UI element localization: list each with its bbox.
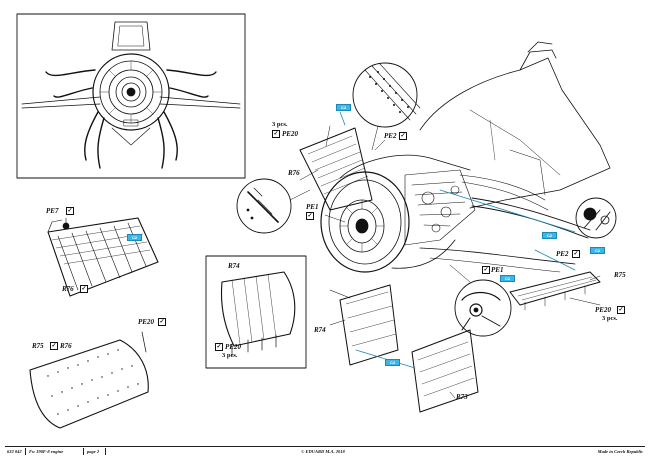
check-pe7[interactable] bbox=[66, 207, 74, 215]
check-pe2-top[interactable] bbox=[399, 132, 407, 140]
check-r75-bottom[interactable] bbox=[50, 342, 58, 350]
label-r75-right: R75 bbox=[614, 271, 626, 279]
label-pe1-mid: PE1 bbox=[306, 203, 319, 211]
label-pe2-top: PE2 bbox=[384, 132, 397, 140]
footer-origin: Made in Czech Republic bbox=[597, 449, 643, 454]
label-pe2-right: PE2 bbox=[556, 250, 569, 258]
detail-circle-right bbox=[575, 197, 617, 239]
check-pe20-top[interactable] bbox=[272, 130, 280, 138]
paint-code-5: C2 bbox=[542, 232, 557, 239]
footer-title: Fw 190F-8 engine bbox=[29, 449, 64, 454]
label-r75-bottom: R75 bbox=[32, 342, 44, 350]
pcs-top: 3 pcs. bbox=[272, 121, 288, 128]
label-pe1-right: PE1 bbox=[491, 266, 504, 274]
label-r76-left: R76 bbox=[62, 285, 74, 293]
check-pe20-box[interactable] bbox=[215, 343, 223, 351]
footer-page: page 2 bbox=[87, 449, 100, 454]
check-r76-left[interactable] bbox=[80, 285, 88, 293]
check-pe2-right[interactable] bbox=[572, 250, 580, 258]
left-cowl-panel-lower bbox=[29, 331, 149, 429]
footer-copyright: © EDUARD M.A. 2018 bbox=[301, 449, 345, 454]
label-pe20-box: PE20 bbox=[225, 343, 241, 351]
left-cowl-panel-upper bbox=[47, 217, 159, 297]
check-pe1-mid[interactable] bbox=[306, 212, 314, 220]
label-r74-box: R74 bbox=[228, 262, 240, 270]
pcs-right: 3 pcs. bbox=[602, 315, 618, 322]
check-pe20-left[interactable] bbox=[158, 318, 166, 326]
label-pe20-right: PE20 bbox=[595, 306, 611, 314]
detail-circle-left bbox=[236, 178, 311, 234]
label-r73: R73 bbox=[456, 393, 468, 401]
label-pe20-left: PE20 bbox=[138, 318, 154, 326]
front-view-inset bbox=[16, 13, 246, 179]
label-pe20-top: PE20 bbox=[282, 130, 298, 138]
check-pe20-right[interactable] bbox=[617, 306, 625, 314]
detail-circle-top bbox=[352, 62, 421, 151]
paint-code-6: C2 bbox=[590, 247, 605, 254]
pcs-box: 3 pcs. bbox=[222, 352, 238, 359]
page-footer: 632 042 Fw 190F-8 engine page 2 © EDUARD… bbox=[5, 446, 645, 456]
main-engine-assembly bbox=[299, 41, 611, 413]
paint-code-4: C2 bbox=[500, 275, 515, 282]
paint-code-2: C2 bbox=[336, 104, 351, 111]
paint-code-1: C2 bbox=[127, 234, 142, 241]
label-r76-bottom: R76 bbox=[60, 342, 72, 350]
footer-code: 632 042 bbox=[7, 449, 22, 454]
label-r74-mid: R74 bbox=[314, 326, 326, 334]
paint-code-3: C2 bbox=[385, 359, 400, 366]
label-pe7: PE7 bbox=[46, 207, 59, 215]
detail-circle-bottom bbox=[449, 264, 512, 337]
r74-inset-box bbox=[205, 255, 307, 369]
check-pe1-right[interactable] bbox=[482, 266, 490, 274]
label-r76-top: R76 bbox=[288, 169, 300, 177]
